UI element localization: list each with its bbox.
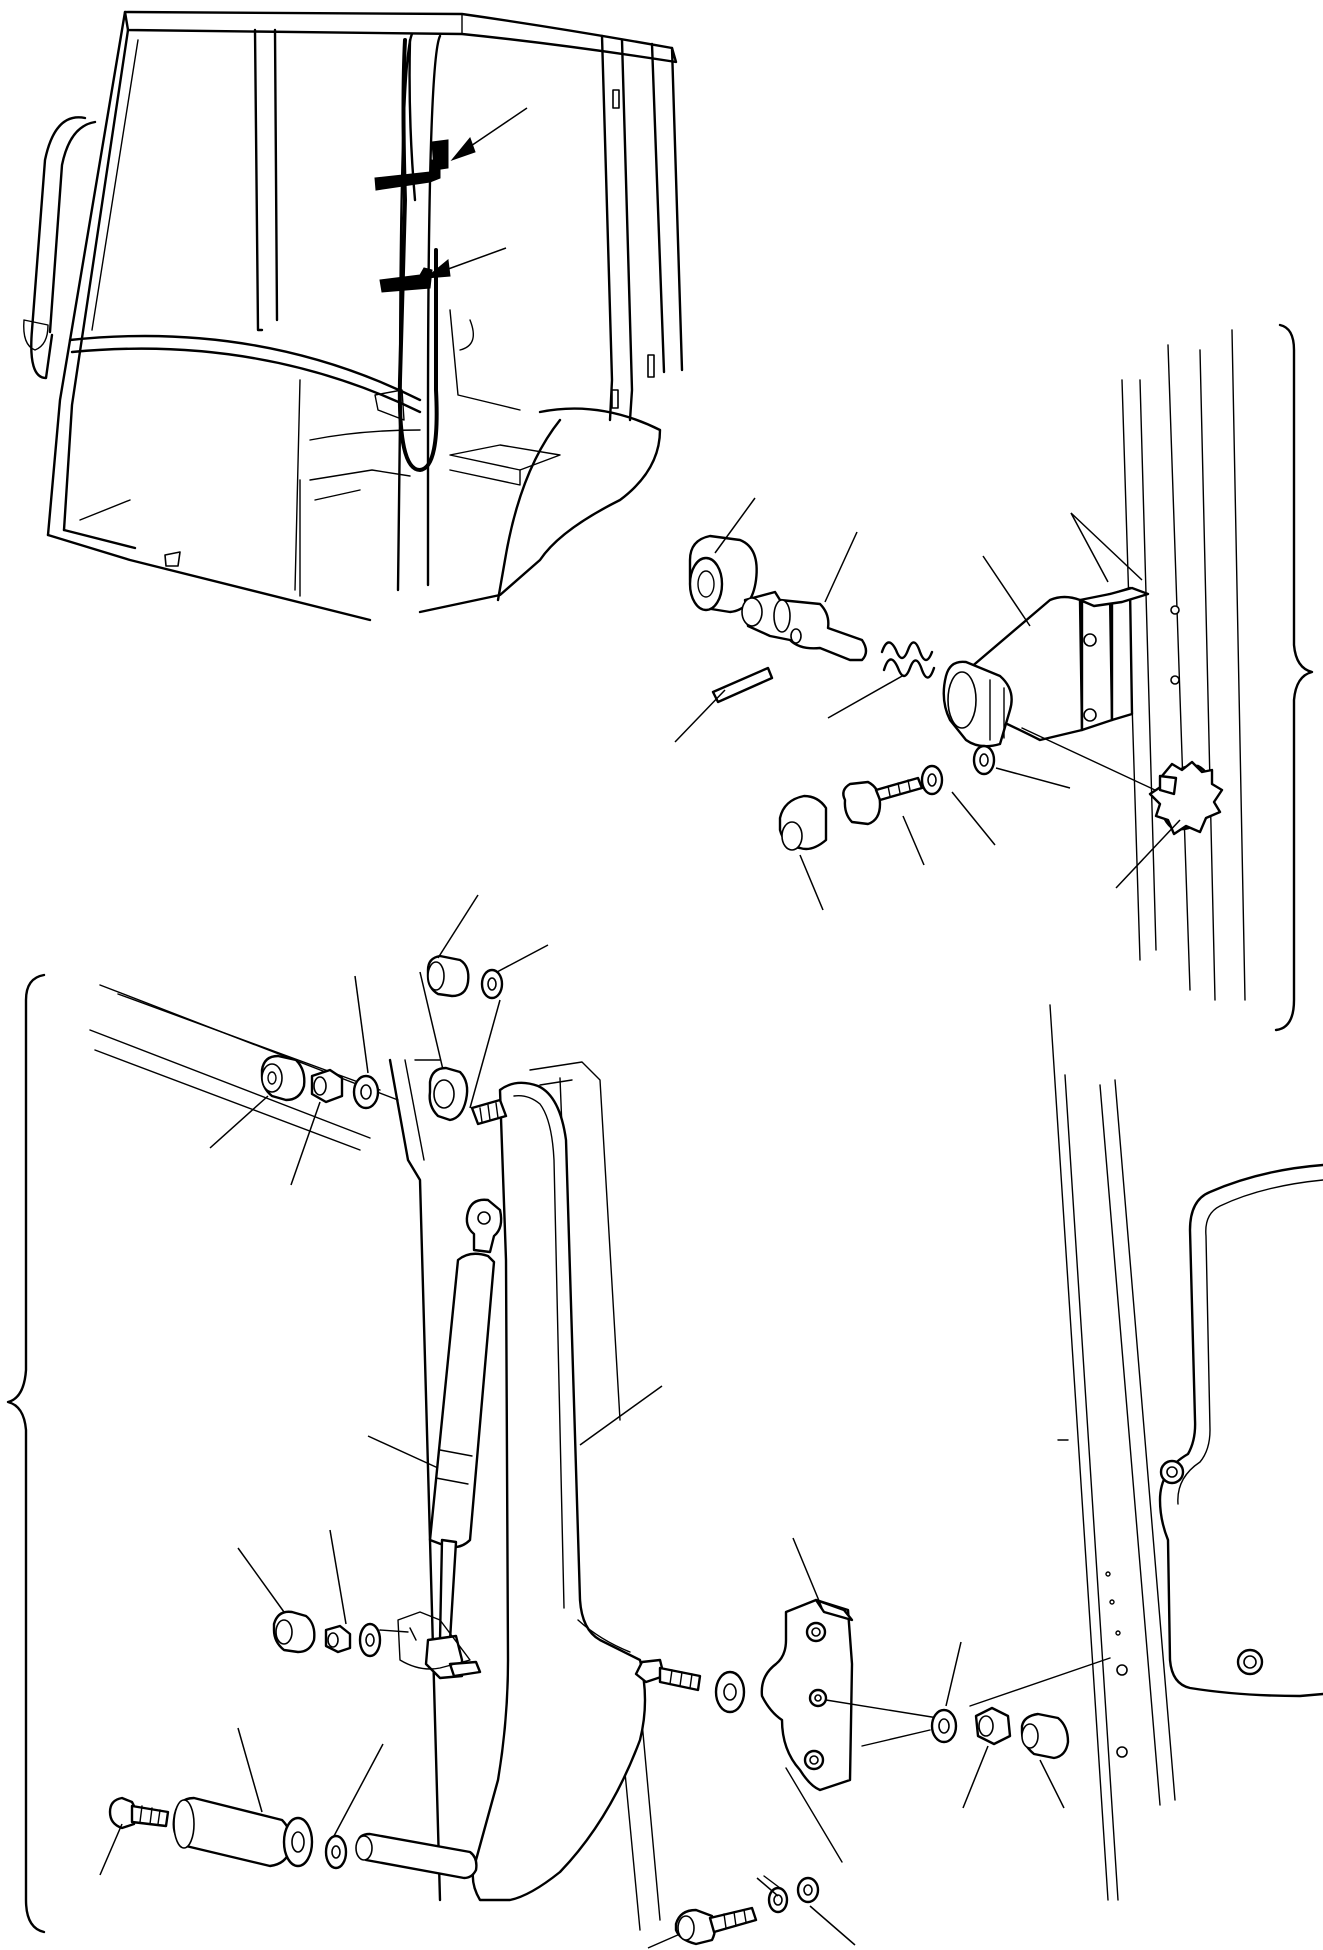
lower-hinge-washer xyxy=(324,1834,348,1870)
striker-washer xyxy=(930,1708,958,1744)
hex-bolt xyxy=(842,776,924,826)
striker-cap xyxy=(1020,1712,1070,1760)
group-brace-right xyxy=(1274,323,1314,1032)
hinge-bracket-lower xyxy=(379,267,433,293)
upper-bushing-b xyxy=(260,1054,306,1102)
upper-bushing-a xyxy=(426,954,470,998)
lower-hinge-sleeve xyxy=(172,1796,293,1868)
upper-washer-b xyxy=(352,1074,380,1110)
roll-pin xyxy=(711,666,774,704)
door-strut-detail xyxy=(6,894,1323,1949)
strut-lower-nut xyxy=(324,1624,352,1654)
flat-washer xyxy=(920,764,944,796)
hinge-pin xyxy=(741,590,868,662)
bushing xyxy=(688,534,758,614)
gas-strut xyxy=(424,1198,503,1680)
striker-nut xyxy=(974,1706,1012,1746)
lower-hinge-flange xyxy=(282,1816,314,1868)
star-knob xyxy=(1148,760,1224,836)
hinge-bracket-upper xyxy=(374,139,449,191)
bottom-cap-screw xyxy=(674,1906,758,1946)
lock-washer xyxy=(972,744,996,776)
hinge-bushing-mount xyxy=(428,1066,469,1122)
door-stud-bolt xyxy=(634,1658,702,1692)
strut-lower-bushing xyxy=(272,1610,316,1654)
door-panel xyxy=(471,1081,647,1902)
stud-washer xyxy=(714,1670,746,1714)
door-top-bolt xyxy=(470,1098,508,1126)
cap xyxy=(778,794,828,851)
hinge-lock-detail xyxy=(674,323,1314,1032)
lower-hinge-pin xyxy=(355,1832,478,1880)
group-brace-left xyxy=(6,973,46,1934)
castellated-collar xyxy=(942,660,1013,748)
spring xyxy=(880,641,936,679)
bottom-lock-washer xyxy=(767,1886,789,1914)
upper-washer-a xyxy=(480,968,504,1000)
strut-lower-washer xyxy=(358,1622,382,1658)
upper-nut-b xyxy=(310,1068,344,1104)
lower-hinge-bolt xyxy=(108,1796,170,1830)
striker-block xyxy=(760,1598,854,1792)
cab-overview-illustration xyxy=(23,10,684,622)
bottom-flat-washer xyxy=(796,1876,820,1904)
